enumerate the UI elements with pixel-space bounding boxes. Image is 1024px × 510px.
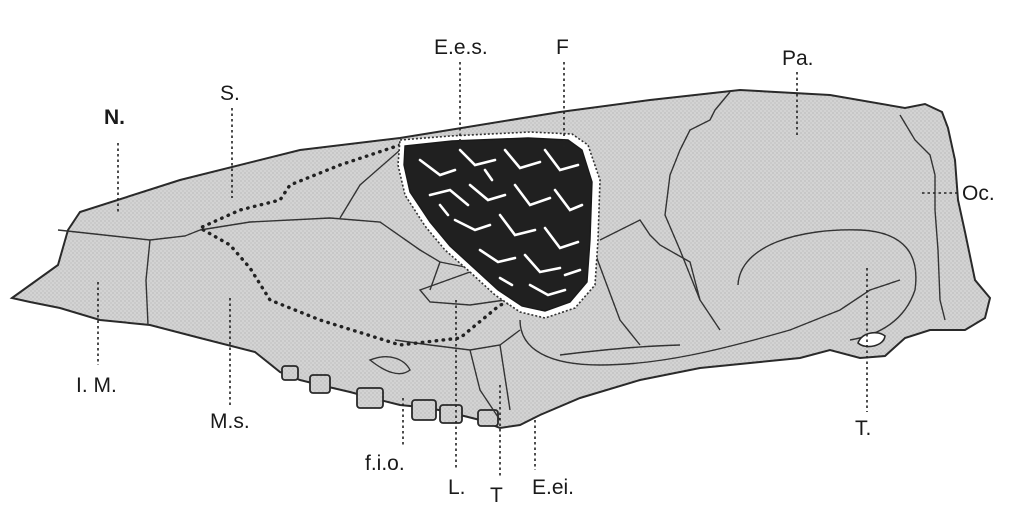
label-n: N. — [104, 106, 125, 129]
label-l: L. — [448, 476, 466, 499]
label-fio: f.i.o. — [365, 452, 405, 475]
label-eei: E.ei. — [532, 476, 574, 499]
label-t-right: T. — [855, 417, 871, 440]
label-s: S. — [220, 82, 240, 105]
label-f: F — [556, 36, 569, 59]
label-ees: E.e.s. — [434, 36, 488, 59]
label-im: I. M. — [76, 374, 117, 397]
label-ms: M.s. — [210, 410, 250, 433]
label-t-center: T — [490, 484, 503, 507]
label-oc: Oc. — [962, 182, 995, 205]
label-pa: Pa. — [782, 47, 814, 70]
